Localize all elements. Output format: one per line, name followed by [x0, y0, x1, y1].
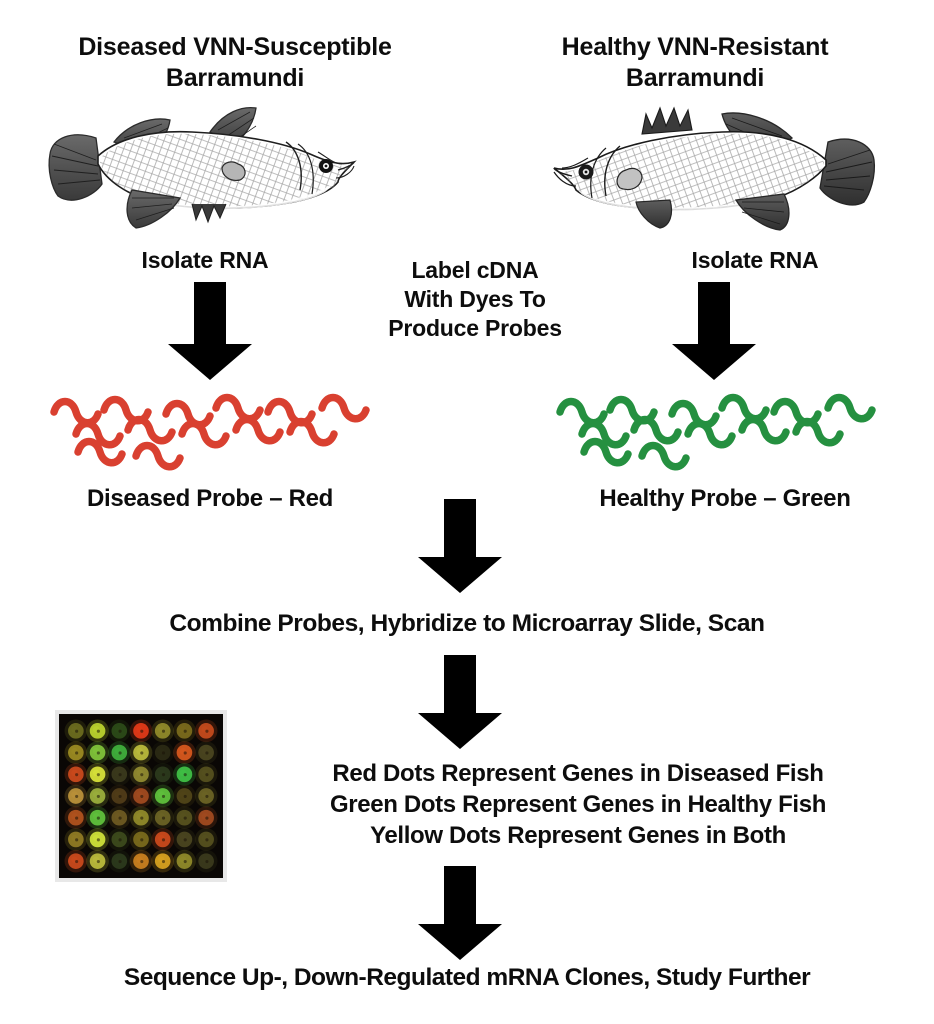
- legend-yellow-dots-line: Yellow Dots Represent Genes in Both: [370, 822, 786, 849]
- left-title-line2: Barramundi: [165, 64, 305, 92]
- red-rna-squiggles-icon: [42, 386, 382, 474]
- label-cdna-line2: With Dyes To: [404, 286, 546, 312]
- fish-right-healthy-illustration: [548, 104, 888, 232]
- label-cdna-line3: Produce Probes: [388, 315, 562, 341]
- left-column-title: Diseased VNN-Susceptible Barramundi: [20, 32, 450, 94]
- right-title-line2: Barramundi: [625, 64, 765, 92]
- left-title-line1: Diseased VNN-Susceptible: [78, 33, 392, 61]
- microarray-slide-scan-image: [55, 710, 227, 882]
- down-arrow-icon-right-isolate: [672, 282, 756, 380]
- label-cdna-line1: Label cDNA: [411, 257, 539, 283]
- label-cdna-text-block: Label cDNA With Dyes To Produce Probes: [355, 256, 595, 343]
- down-arrow-icon-left-isolate: [168, 282, 252, 380]
- down-arrow-icon-to-results: [418, 655, 502, 749]
- right-column-title: Healthy VNN-Resistant Barramundi: [480, 32, 910, 94]
- fish-left-diseased-illustration: [32, 104, 362, 232]
- legend-green-dots-line: Green Dots Represent Genes in Healthy Fi…: [329, 791, 827, 818]
- down-arrow-icon-to-combine: [418, 499, 502, 593]
- isolate-rna-left-label: Isolate RNA: [141, 247, 269, 273]
- dot-color-legend-block: Red Dots Represent Genes in Diseased Fis…: [232, 758, 924, 851]
- right-title-line1: Healthy VNN-Resistant: [561, 33, 829, 61]
- green-rna-squiggles-icon: [548, 386, 888, 474]
- final-sequence-label: Sequence Up-, Down-Regulated mRNA Clones…: [123, 964, 811, 991]
- down-arrow-icon-to-final: [418, 866, 502, 960]
- diseased-probe-red-label: Diseased Probe – Red: [86, 485, 334, 512]
- legend-red-dots-line: Red Dots Represent Genes in Diseased Fis…: [332, 760, 824, 787]
- isolate-rna-right-label: Isolate RNA: [691, 247, 819, 273]
- combine-probes-label: Combine Probes, Hybridize to Microarray …: [169, 610, 765, 637]
- healthy-probe-green-label: Healthy Probe – Green: [599, 485, 851, 512]
